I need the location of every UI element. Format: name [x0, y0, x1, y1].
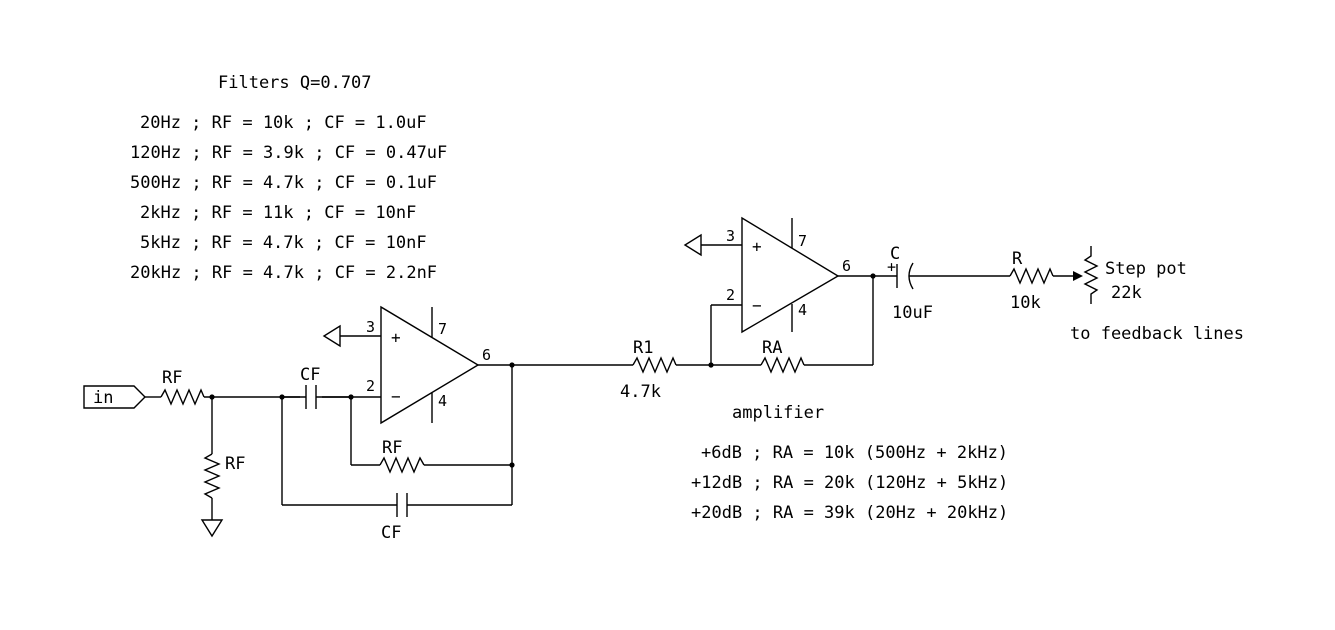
amp-row-12db: +12dB ; RA = 20k (120Hz + 5kHz)	[691, 473, 1008, 493]
capacitor-cf-series: CF	[282, 365, 351, 409]
opamp1-pin6: 6	[482, 346, 491, 364]
pot-value: 22k	[1111, 283, 1142, 303]
cap-polarity-mark: +	[887, 258, 896, 276]
r1-value: 4.7k	[620, 382, 661, 402]
opamp1-plus: +	[391, 328, 401, 347]
opamp2-pin7: 7	[798, 232, 807, 250]
filter-values-table: Filters Q=0.707 20Hz ; RF = 10k ; CF = 1…	[130, 73, 447, 283]
ground-symbol-opamp1	[322, 324, 341, 348]
rf-shunt-label: RF	[225, 454, 245, 474]
filter-row-2khz: 2kHz ; RF = 11k ; CF = 10nF	[140, 203, 416, 223]
filter-row-500hz: 500Hz ; RF = 4.7k ; CF = 0.1uF	[130, 173, 437, 193]
opamp2-plus: +	[752, 237, 762, 256]
resistor-rf-series: RF	[160, 368, 205, 406]
r-name: R	[1012, 249, 1023, 269]
filter-row-5khz: 5kHz ; RF = 4.7k ; CF = 10nF	[140, 233, 427, 253]
opamp1-pin4: 4	[438, 392, 447, 410]
capacitor-cf-feedback: CF	[381, 493, 408, 543]
input-port: in	[83, 385, 146, 409]
resistor-r: R 10k	[1009, 249, 1054, 313]
amplifier-gain-table: amplifier +6dB ; RA = 10k (500Hz + 2kHz)…	[691, 403, 1008, 523]
amp-row-20db: +20dB ; RA = 39k (20Hz + 20kHz)	[691, 503, 1008, 523]
amp-row-6db: +6dB ; RA = 10k (500Hz + 2kHz)	[701, 443, 1008, 463]
resistor-r1: R1 4.7k	[620, 338, 677, 402]
opamp-2: + − 3 2 7 4 6	[726, 216, 851, 334]
resistor-rf-feedback: RF	[379, 438, 425, 474]
capacitor-c-electrolytic: + C 10uF	[887, 244, 933, 323]
opamp1-pin2: 2	[366, 377, 375, 395]
rf-series-label: RF	[162, 368, 182, 388]
opamp1-pin7: 7	[438, 320, 447, 338]
amplifier-title: amplifier	[732, 403, 824, 423]
opamp1-minus: −	[391, 387, 401, 406]
opamp1-pin3: 3	[366, 318, 375, 336]
c-value: 10uF	[892, 303, 933, 323]
ground-symbol-input	[200, 519, 224, 538]
cf-feedback-label: CF	[381, 523, 401, 543]
output-note: to feedback lines	[1070, 324, 1244, 344]
resistor-ra: RA	[760, 338, 805, 374]
opamp2-pin6: 6	[842, 257, 851, 275]
opamp-1: + − 3 2 7 4 6	[366, 305, 491, 425]
pot-name: Step pot	[1105, 259, 1187, 279]
step-potentiometer: Step pot 22k	[1083, 246, 1187, 304]
filter-row-20khz: 20kHz ; RF = 4.7k ; CF = 2.2nF	[130, 263, 437, 283]
filter-table-title: Filters Q=0.707	[218, 73, 372, 93]
rf-feedback-label: RF	[382, 438, 402, 458]
r-value: 10k	[1010, 293, 1041, 313]
filter-row-120hz: 120Hz ; RF = 3.9k ; CF = 0.47uF	[130, 143, 447, 163]
filter-row-20hz: 20Hz ; RF = 10k ; CF = 1.0uF	[140, 113, 427, 133]
opamp2-pin2: 2	[726, 286, 735, 304]
ra-label: RA	[762, 338, 782, 358]
opamp2-pin4: 4	[798, 301, 807, 319]
opamp2-minus: −	[752, 296, 762, 315]
ground-symbol-opamp2	[683, 233, 702, 257]
opamp2-pin3: 3	[726, 227, 735, 245]
resistor-rf-shunt: RF	[203, 453, 245, 499]
c-name: C	[890, 244, 900, 264]
r1-name: R1	[633, 338, 653, 358]
cf-series-label: CF	[300, 365, 320, 385]
input-port-label: in	[93, 388, 113, 408]
